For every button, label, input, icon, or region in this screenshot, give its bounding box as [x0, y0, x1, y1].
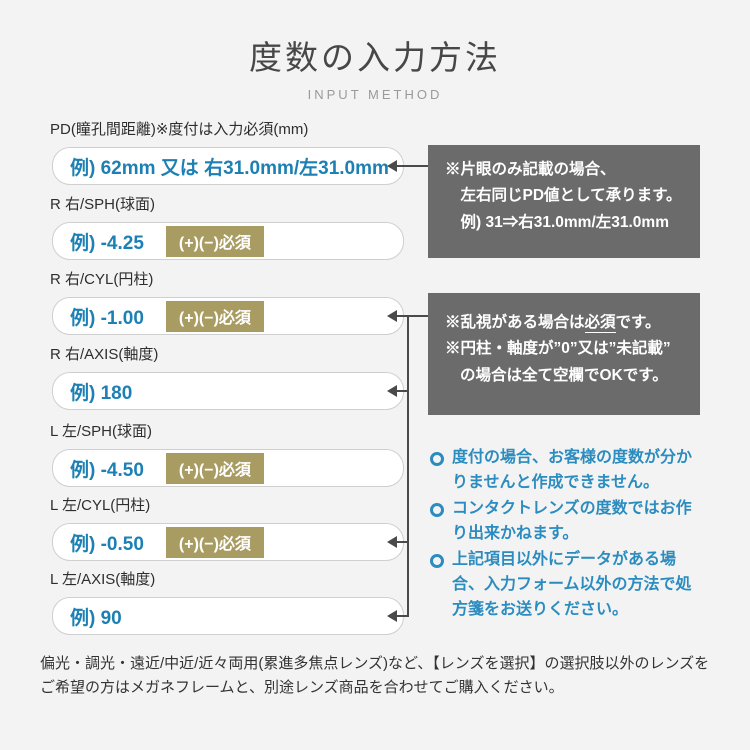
required-sign-badge: (+)(−)必須 — [165, 526, 264, 558]
caution-list: 度付の場合、お客様の度数が分かりませんと作成できません。 コンタクトレンズの度数… — [430, 446, 706, 624]
list-item: 上記項目以外にデータがある場合、入力フォーム以外の方法で処方箋をお送りください。 — [430, 548, 706, 623]
r-sph-input[interactable]: 例) -4.25 (+)(−)必須 — [52, 222, 404, 260]
field-row-r-axis: R 右/AXIS(軸度) 例) 180 — [48, 345, 404, 410]
connector-line — [396, 541, 409, 543]
field-row-l-cyl: L 左/CYL(円柱) 例) -0.50 (+)(−)必須 — [48, 496, 404, 561]
l-cyl-input[interactable]: 例) -0.50 (+)(−)必須 — [52, 523, 404, 561]
page-header: 度数の入力方法 INPUT METHOD — [0, 38, 750, 102]
field-label-l-cyl: L 左/CYL(円柱) — [50, 497, 151, 514]
example-value: 例) 62mm 又は 右31.0mm/左31.0mm — [70, 157, 389, 179]
cyl-note-line3: の場合は全て空欄でOKです。 — [460, 366, 668, 384]
page-subtitle: INPUT METHOD — [307, 86, 443, 102]
field-label-l-axis: L 左/AXIS(軸度) — [50, 571, 156, 588]
field-label-r-sph: R 右/SPH(球面) — [50, 196, 156, 213]
example-value: 例) 90 — [70, 607, 122, 629]
field-row-pd: PD(瞳孔間距離)※度付は入力必須(mm) 例) 62mm 又は 右31.0mm… — [48, 120, 404, 185]
arrow-left-icon — [387, 610, 397, 622]
connector-line — [396, 390, 409, 392]
circle-bullet-icon — [430, 452, 444, 466]
arrow-left-icon — [387, 385, 397, 397]
page-title: 度数の入力方法 — [249, 39, 501, 76]
arrow-left-icon — [387, 536, 397, 548]
cyl-note-line1: ※乱視がある場合は必須です。 — [445, 314, 661, 333]
field-row-r-cyl: R 右/CYL(円柱) 例) -1.00 (+)(−)必須 — [48, 270, 404, 335]
example-value: 例) -4.50 — [70, 459, 144, 481]
required-sign-badge: (+)(−)必須 — [165, 225, 264, 257]
field-row-l-sph: L 左/SPH(球面) 例) -4.50 (+)(−)必須 — [48, 422, 404, 487]
required-sign-badge: (+)(−)必須 — [165, 300, 264, 332]
cyl-note-line2: ※円柱・軸度が”0”又は”未記載” — [445, 340, 671, 358]
r-axis-input[interactable]: 例) 180 — [52, 372, 404, 410]
r-cyl-input[interactable]: 例) -1.00 (+)(−)必須 — [52, 297, 404, 335]
field-label-r-cyl: R 右/CYL(円柱) — [50, 271, 154, 288]
arrow-left-icon — [387, 310, 397, 322]
example-value: 例) -4.25 — [70, 232, 144, 254]
connector-line — [396, 315, 428, 317]
field-label-l-sph: L 左/SPH(球面) — [50, 423, 152, 440]
pd-input[interactable]: 例) 62mm 又は 右31.0mm/左31.0mm — [52, 147, 404, 185]
required-sign-badge: (+)(−)必須 — [165, 452, 264, 484]
field-row-r-sph: R 右/SPH(球面) 例) -4.25 (+)(−)必須 — [48, 195, 404, 260]
connector-line — [396, 615, 409, 617]
connector-line — [407, 315, 409, 617]
example-value: 例) 180 — [70, 382, 133, 404]
circle-bullet-icon — [430, 502, 444, 517]
field-label-r-axis: R 右/AXIS(軸度) — [50, 346, 159, 363]
example-value: 例) -0.50 — [70, 533, 144, 555]
cyl-axis-note-box: ※乱視がある場合は必須です。 ※円柱・軸度が”0”又は”未記載” の場合は全て空… — [428, 293, 700, 415]
list-item: コンタクトレンズの度数ではお作り出来かねます。 — [430, 497, 706, 547]
pd-note-box: ※片眼のみ記載の場合、 左右同じPD値として承ります。 例) 31⇒右31.0m… — [428, 145, 700, 258]
field-row-l-axis: L 左/AXIS(軸度) 例) 90 — [48, 570, 404, 635]
list-item: 度付の場合、お客様の度数が分かりませんと作成できません。 — [430, 446, 706, 496]
circle-bullet-icon — [430, 553, 444, 568]
example-value: 例) -1.00 — [70, 307, 144, 329]
l-sph-input[interactable]: 例) -4.50 (+)(−)必須 — [52, 449, 404, 487]
lens-purchase-note: 偏光・調光・遠近/中近/近々両用(累進多焦点レンズ)など、【レンズを選択】の選択… — [40, 655, 710, 696]
underlined-required-text: 必須 — [584, 314, 616, 333]
connector-line — [396, 165, 428, 167]
arrow-left-icon — [387, 160, 397, 172]
field-label-pd: PD(瞳孔間距離)※度付は入力必須(mm) — [50, 121, 309, 138]
l-axis-input[interactable]: 例) 90 — [52, 597, 404, 635]
